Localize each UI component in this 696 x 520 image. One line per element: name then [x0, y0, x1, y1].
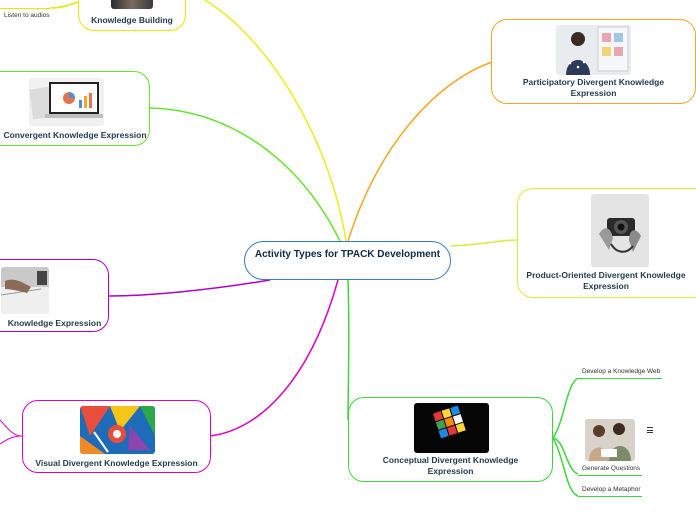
subtopic-underline — [0, 8, 50, 9]
subtopic-develop-metaphor[interactable]: Develop a Metaphor — [582, 486, 641, 493]
topic-knowledge-building-label: Knowledge Building — [91, 15, 173, 25]
topic-visual-divergent[interactable]: Visual Divergent Knowledge Expression — [22, 400, 211, 473]
link-visual-divergent-sub — [0, 435, 23, 445]
link-knowledge-building-sub — [49, 1, 79, 9]
link-product-oriented — [450, 239, 518, 247]
central-topic-label: Activity Types for TPACK Development — [254, 249, 441, 260]
link-sub-metaphor — [552, 437, 579, 497]
subtopic-underline — [578, 378, 662, 379]
topic-participatory-divergent[interactable]: Participatory Divergent Knowledge Expres… — [491, 19, 696, 104]
notes-icon[interactable] — [647, 427, 653, 433]
subtopic-underline — [578, 475, 642, 476]
subtopic-generate-questions[interactable]: Generate Questions — [582, 465, 641, 472]
laptop-charts-photo — [29, 78, 104, 126]
link-sub-generate-questions — [552, 437, 579, 475]
topic-conceptual-divergent-label: Conceptual Divergent Knowledge Expressio… — [382, 455, 519, 476]
link-visual-divergent — [209, 279, 339, 437]
hands-camera-photo — [591, 194, 649, 267]
topic-product-oriented-divergent[interactable]: Product-Oriented Divergent Knowledge Exp… — [517, 188, 696, 298]
colorful-mural-photo — [80, 406, 155, 454]
link-knowledge-expression — [107, 279, 271, 297]
subtopic-underline — [578, 496, 642, 497]
topic-participatory-divergent-label: Participatory Divergent Knowledge Expres… — [522, 77, 665, 98]
presenter-whiteboard-photo — [556, 25, 631, 75]
topic-product-oriented-divergent-label: Product-Oriented Divergent Knowledge Exp… — [526, 270, 686, 291]
topic-conceptual-divergent[interactable]: Conceptual Divergent Knowledge Expressio… — [348, 397, 553, 482]
topic-visual-divergent-label: Visual Divergent Knowledge Expression — [35, 458, 198, 468]
link-convergent — [149, 107, 341, 242]
rubiks-cube-photo — [414, 403, 489, 453]
central-topic[interactable]: Activity Types for TPACK Development — [244, 241, 451, 280]
link-participatory-divergent — [347, 61, 493, 242]
link-sub-knowledge-web — [552, 377, 579, 439]
writing-notebook-photo — [1, 267, 49, 314]
link-knowledge-building — [204, 0, 347, 242]
students-reading-photo — [585, 419, 635, 461]
subtopic-develop-knowledge-web[interactable]: Develop a Knowledge Web — [582, 368, 661, 375]
topic-convergent-label: Convergent Knowledge Expression — [3, 130, 147, 140]
topic-knowledge-expression[interactable]: Knowledge Expression — [0, 259, 109, 332]
topic-knowledge-building[interactable]: Knowledge Building — [78, 0, 186, 31]
subtopic-listen-to-audios[interactable]: Listen to audios — [4, 12, 50, 19]
link-visual-divergent-sub2 — [0, 419, 23, 437]
topic-convergent[interactable]: Convergent Knowledge Expression — [0, 71, 150, 146]
topic-knowledge-expression-label: Knowledge Expression — [7, 318, 102, 328]
people-discussion-photo — [111, 0, 153, 9]
link-conceptual-divergent — [347, 279, 350, 421]
